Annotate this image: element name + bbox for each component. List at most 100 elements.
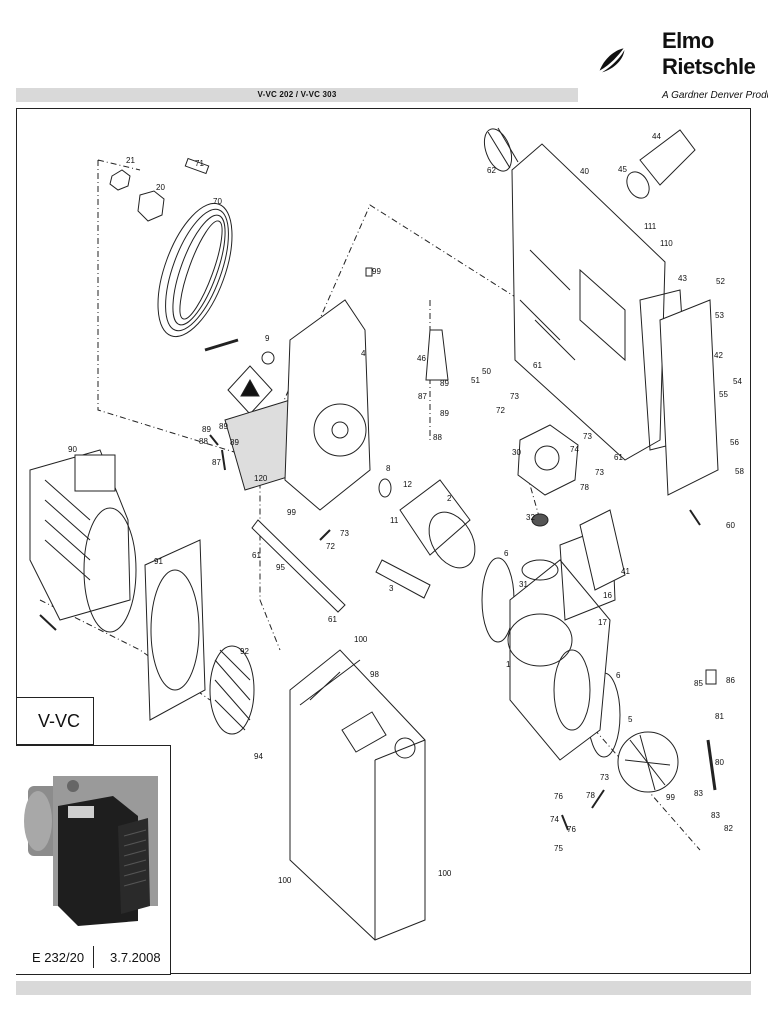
- svg-text:56: 56: [730, 438, 739, 447]
- svg-text:99: 99: [372, 267, 381, 276]
- svg-text:20: 20: [156, 183, 165, 192]
- svg-text:44: 44: [652, 132, 661, 141]
- svg-text:120: 120: [254, 474, 268, 483]
- brand-tagline: A Gardner Denver Product: [662, 90, 768, 101]
- document-date: 3.7.2008: [110, 950, 161, 965]
- svg-text:86: 86: [726, 676, 735, 685]
- svg-text:9: 9: [265, 334, 270, 343]
- product-photo-box: [16, 745, 171, 975]
- svg-text:83: 83: [694, 789, 703, 798]
- svg-text:4: 4: [361, 349, 366, 358]
- product-photo: [24, 776, 158, 926]
- svg-text:1: 1: [506, 660, 511, 669]
- svg-text:100: 100: [354, 635, 368, 644]
- svg-text:50: 50: [482, 367, 491, 376]
- svg-text:71: 71: [195, 159, 204, 168]
- svg-text:90: 90: [68, 445, 77, 454]
- svg-text:100: 100: [438, 869, 452, 878]
- svg-text:8: 8: [386, 464, 391, 473]
- svg-text:92: 92: [240, 647, 249, 656]
- model-label-box: V-VC: [16, 697, 94, 745]
- svg-text:76: 76: [567, 825, 576, 834]
- svg-text:2: 2: [447, 494, 452, 503]
- svg-text:73: 73: [600, 773, 609, 782]
- svg-text:80: 80: [715, 758, 724, 767]
- svg-text:6: 6: [616, 671, 621, 680]
- svg-text:11: 11: [390, 516, 399, 525]
- svg-text:73: 73: [510, 392, 519, 401]
- svg-text:74: 74: [570, 445, 579, 454]
- svg-text:94: 94: [254, 752, 263, 761]
- svg-text:62: 62: [487, 166, 496, 175]
- svg-text:73: 73: [340, 529, 349, 538]
- svg-text:75: 75: [554, 844, 563, 853]
- svg-text:87: 87: [212, 458, 221, 467]
- svg-text:111: 111: [644, 222, 657, 231]
- brand-leaf-logo: [599, 48, 625, 73]
- svg-text:60: 60: [726, 521, 735, 530]
- svg-text:70: 70: [213, 197, 222, 206]
- svg-text:73: 73: [595, 468, 604, 477]
- svg-text:46: 46: [417, 354, 426, 363]
- svg-text:5: 5: [628, 715, 633, 724]
- svg-text:78: 78: [580, 483, 589, 492]
- svg-text:61: 61: [328, 615, 337, 624]
- header-bar: V-VC 202 / V-VC 303: [16, 88, 578, 102]
- svg-text:88: 88: [199, 437, 208, 446]
- svg-text:43: 43: [678, 274, 687, 283]
- svg-text:83: 83: [711, 811, 720, 820]
- svg-text:31: 31: [519, 580, 528, 589]
- svg-text:81: 81: [715, 712, 724, 721]
- svg-text:72: 72: [326, 542, 335, 551]
- svg-text:73: 73: [583, 432, 592, 441]
- svg-text:32: 32: [526, 513, 535, 522]
- svg-text:110: 110: [660, 239, 673, 248]
- svg-text:78: 78: [586, 791, 595, 800]
- svg-text:12: 12: [403, 480, 412, 489]
- svg-text:99: 99: [287, 508, 296, 517]
- svg-text:91: 91: [154, 557, 163, 566]
- svg-text:41: 41: [621, 567, 630, 576]
- svg-text:99: 99: [666, 793, 675, 802]
- svg-text:82: 82: [724, 824, 733, 833]
- svg-text:88: 88: [433, 433, 442, 442]
- svg-text:30: 30: [512, 448, 521, 457]
- svg-text:17: 17: [598, 618, 607, 627]
- svg-text:89: 89: [440, 409, 449, 418]
- svg-text:16: 16: [603, 591, 612, 600]
- svg-text:98: 98: [370, 670, 379, 679]
- brand-name-line1: Elmo: [662, 28, 714, 53]
- svg-text:21: 21: [126, 156, 135, 165]
- svg-text:89: 89: [230, 438, 239, 447]
- svg-text:55: 55: [719, 390, 728, 399]
- svg-text:40: 40: [580, 167, 589, 176]
- svg-text:6: 6: [504, 549, 509, 558]
- page-title: V-VC 202 / V-VC 303: [257, 90, 337, 99]
- svg-text:87: 87: [418, 392, 427, 401]
- svg-text:54: 54: [733, 377, 742, 386]
- svg-text:53: 53: [715, 311, 724, 320]
- svg-text:72: 72: [496, 406, 505, 415]
- svg-text:100: 100: [278, 876, 292, 885]
- svg-text:89: 89: [219, 422, 228, 431]
- svg-text:74: 74: [550, 815, 559, 824]
- svg-text:42: 42: [714, 351, 723, 360]
- svg-text:76: 76: [554, 792, 563, 801]
- model-label: V-VC: [38, 711, 81, 731]
- document-number: E 232/20: [32, 950, 85, 965]
- footer-bar: [16, 981, 751, 995]
- doc-separator: [93, 946, 94, 968]
- svg-text:52: 52: [716, 277, 725, 286]
- svg-text:95: 95: [276, 563, 285, 572]
- brand-name-line2: Rietschle: [662, 54, 756, 79]
- svg-text:58: 58: [735, 467, 744, 476]
- svg-text:45: 45: [618, 165, 627, 174]
- svg-text:51: 51: [471, 376, 480, 385]
- svg-text:3: 3: [389, 584, 394, 593]
- svg-text:61: 61: [533, 361, 542, 370]
- svg-text:61: 61: [252, 551, 261, 560]
- svg-text:85: 85: [694, 679, 703, 688]
- svg-text:89: 89: [440, 379, 449, 388]
- svg-text:89: 89: [202, 425, 211, 434]
